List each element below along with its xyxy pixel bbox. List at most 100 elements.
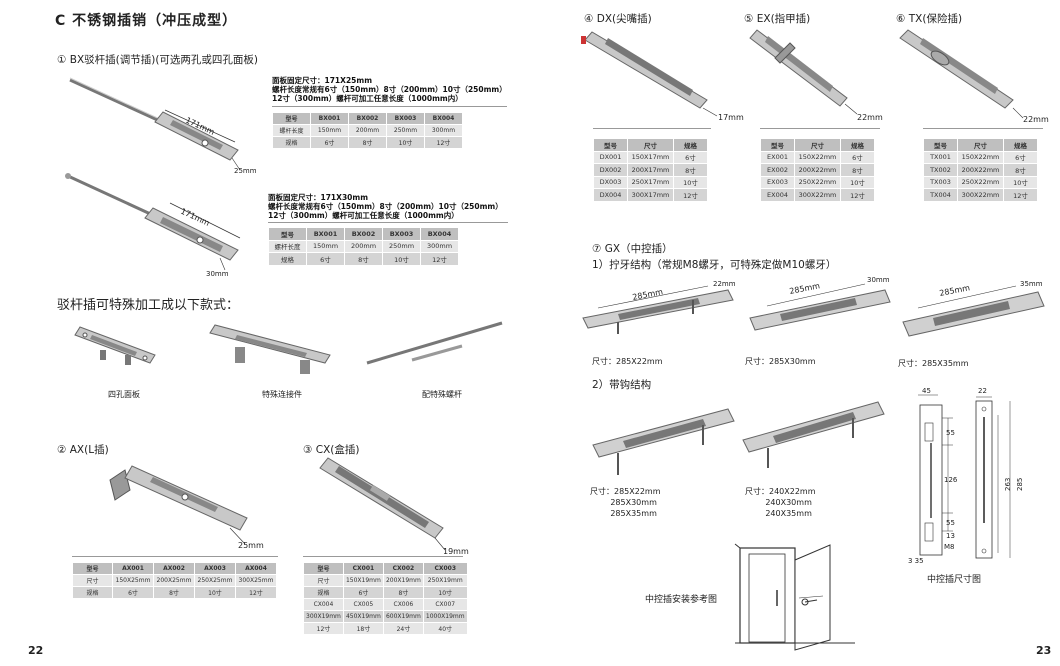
- table-cell: 规格: [272, 136, 311, 149]
- dim-3-35: 3 35: [908, 557, 924, 565]
- table-cell: 尺寸: [957, 138, 1004, 152]
- bx-spec-2: 面板固定尺寸：171X30mm 螺杆长度常规有6寸（150mm）8寸（200mm…: [268, 193, 503, 220]
- dim-263: 263: [1004, 478, 1012, 491]
- dim-285: 285: [1016, 478, 1024, 491]
- table-cell: BX002: [344, 227, 383, 241]
- table-cell: BX004: [424, 112, 463, 125]
- table-cell: CX002: [382, 562, 424, 575]
- table-cell: 40寸: [422, 622, 468, 635]
- table-cell: 规格: [268, 252, 307, 266]
- table-cell: 150X22mm: [794, 150, 841, 164]
- table-cell: 6寸: [673, 150, 708, 164]
- gx-dim-22: 22mm: [713, 280, 736, 288]
- gx-threaded-image-3: 285mm 35mm: [902, 280, 1045, 337]
- divider: [272, 106, 507, 107]
- table-cell: 450X19mm: [342, 610, 384, 623]
- table-cell: 12寸: [235, 586, 277, 599]
- ax-heading: ② AX(L插): [57, 444, 109, 456]
- table-cell: 250mm: [386, 124, 425, 137]
- table-cell: 螺杆长度: [268, 239, 307, 253]
- gx-dimension-drawing: 45 55 126 55 13 M8 3 35 22 263 285: [908, 387, 1024, 565]
- table-cell: TX003: [923, 175, 958, 189]
- table-cell: 600X19mm: [382, 610, 424, 623]
- table-cell: 规格: [303, 586, 344, 599]
- gx-dim-285-c: 285mm: [939, 283, 971, 298]
- gx-caption-3: 尺寸：285X35mm: [898, 359, 969, 368]
- table-cell: 150mm: [310, 124, 349, 137]
- dim-55-bottom: 55: [946, 519, 955, 527]
- table-cell: 规格: [673, 138, 708, 152]
- table-cell: EX001: [760, 150, 795, 164]
- table-cell: 250X25mm: [194, 574, 236, 587]
- table-cell: 12寸: [424, 136, 463, 149]
- dim-55-top: 55: [946, 429, 955, 437]
- ex-dim-22: 22mm: [857, 113, 883, 122]
- table-cell: AX001: [112, 562, 154, 575]
- divider: [268, 222, 508, 223]
- bx-dim-25: 25mm: [234, 167, 257, 175]
- table-cell: 10寸: [386, 136, 425, 149]
- special-screw-rod-image: [366, 321, 503, 365]
- table-cell: 300X25mm: [235, 574, 277, 587]
- table-cell: 300mm: [420, 239, 459, 253]
- page-number-right: 23: [1036, 644, 1052, 657]
- table-cell: 尺寸: [627, 138, 674, 152]
- gx-hook-image-2: [742, 401, 885, 468]
- gx-sub-threaded: 1）拧牙结构（常规M8螺牙，可特殊定做M10螺牙）: [592, 259, 837, 271]
- dx-bolt-image: 17mm: [581, 31, 744, 122]
- table-cell: CX006: [382, 598, 424, 611]
- table-cell: 300X22mm: [794, 188, 841, 202]
- table-cell: 8寸: [348, 136, 387, 149]
- table-cell: 300mm: [424, 124, 463, 137]
- table-cell: 150X19mm: [342, 574, 384, 587]
- special-heading: 驳杆插可特殊加工成以下款式：: [57, 298, 240, 313]
- table-cell: 型号: [272, 112, 311, 125]
- table-cell: DX004: [593, 188, 628, 202]
- table-cell: 8寸: [153, 586, 195, 599]
- table-cell: 8寸: [1003, 163, 1038, 177]
- table-cell: 型号: [760, 138, 795, 152]
- table-cell: EX003: [760, 175, 795, 189]
- table-cell: 6寸: [342, 586, 384, 599]
- table-cell: 250mm: [382, 239, 421, 253]
- bx-bolt-image-2: 171mm 30mm: [65, 173, 241, 278]
- table-cell: 10寸: [194, 586, 236, 599]
- table-cell: 型号: [72, 562, 113, 575]
- gx-dim-285-a: 285mm: [632, 287, 664, 302]
- gx-heading: ⑦ GX（中控插）: [592, 243, 673, 255]
- table-cell: EX002: [760, 163, 795, 177]
- cx-heading: ③ CX(盒插): [303, 444, 360, 456]
- table-cell: CX004: [303, 598, 344, 611]
- table-cell: 6寸: [306, 252, 345, 266]
- dx-dim-17: 17mm: [718, 113, 744, 122]
- dim-m8: M8: [944, 543, 955, 551]
- table-cell: BX001: [306, 227, 345, 241]
- table-cell: 螺杆长度: [272, 124, 311, 137]
- gx-dim-285-b: 285mm: [789, 281, 821, 296]
- table-cell: 6寸: [1003, 150, 1038, 164]
- table-cell: 规格: [1003, 138, 1038, 152]
- table-cell: TX004: [923, 188, 958, 202]
- dim-45: 45: [922, 387, 931, 395]
- gx-caption-1: 尺寸：285X22mm: [592, 357, 663, 366]
- table-cell: CX005: [342, 598, 384, 611]
- table-cell: 型号: [593, 138, 628, 152]
- table-cell: BX004: [420, 227, 459, 241]
- table-cell: 8寸: [673, 163, 708, 177]
- table-cell: 12寸: [1003, 188, 1038, 202]
- table-cell: BX002: [348, 112, 387, 125]
- gx-hook-caption-1: 尺寸：285X22mm 285X30mm 285X35mm: [590, 487, 661, 518]
